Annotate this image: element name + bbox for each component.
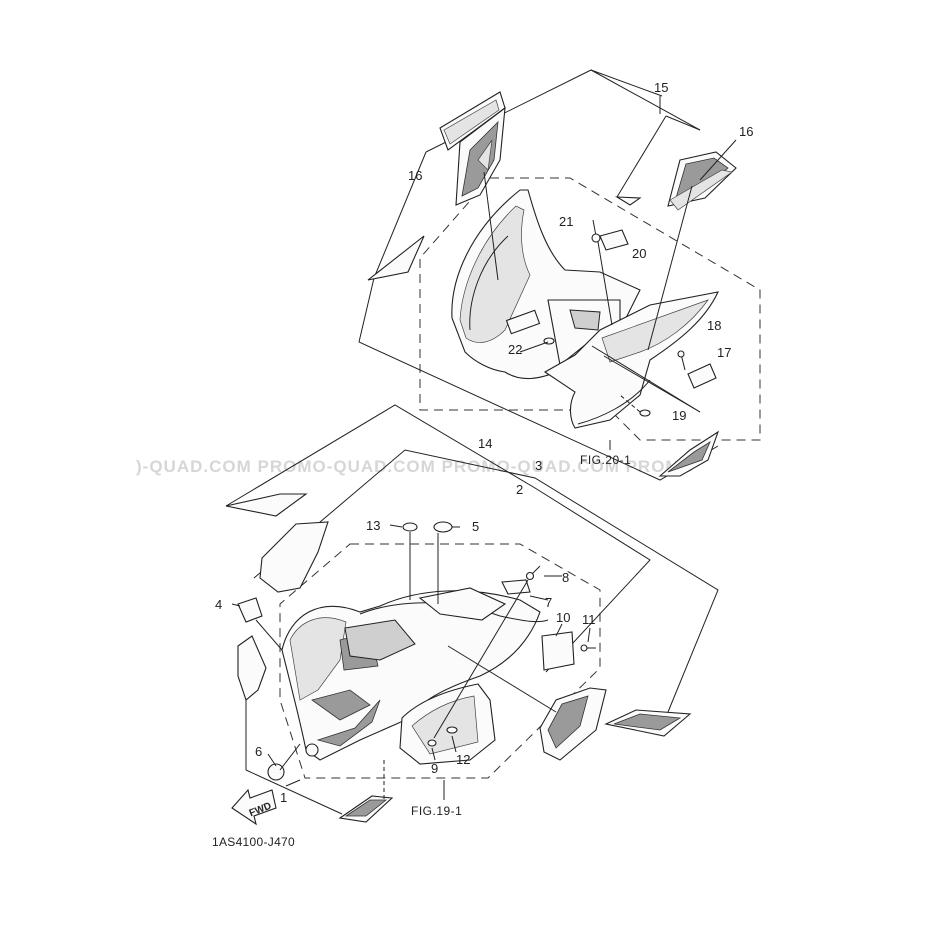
- grommet-9: [427, 739, 437, 747]
- callout-6: 6: [255, 744, 262, 759]
- decal-4: [237, 597, 263, 623]
- cap-5: [433, 521, 453, 533]
- callout-14: 14: [478, 436, 492, 451]
- fwd-arrow-icon: FWD: [231, 788, 277, 826]
- callout-13: 13: [366, 518, 380, 533]
- callout-5: 5: [472, 519, 479, 534]
- callout-16-right: 16: [739, 124, 753, 139]
- callout-18: 18: [707, 318, 721, 333]
- plate-7: [501, 579, 531, 595]
- callout-3: 3: [535, 458, 542, 473]
- decal-seat-left: [259, 521, 329, 593]
- leader-frame-2: [225, 404, 651, 673]
- front-figure-outline: [419, 177, 761, 441]
- callout-8: 8: [562, 570, 569, 585]
- callout-12: 12: [456, 752, 470, 767]
- drawing-part-number: 1AS4100-J470: [212, 835, 295, 849]
- decal-rear-far-right: [604, 709, 692, 737]
- front-fender-assembly: [358, 69, 761, 481]
- decal-14: [658, 430, 720, 477]
- fastener-18: [677, 350, 686, 371]
- watermark-text: )-QUAD.COM PROMO-QUAD.COM PROMO-QUAD.COM…: [136, 457, 695, 476]
- callout-4: 4: [215, 597, 222, 612]
- cap-6: [267, 763, 285, 781]
- rear-fender-assembly: [225, 404, 719, 823]
- decal-16-left: [439, 91, 506, 206]
- plate-17: [687, 363, 717, 389]
- grommet-13: [402, 522, 418, 532]
- callout-15: 15: [654, 80, 668, 95]
- decal-rear-right: [539, 687, 607, 761]
- callout-17: 17: [717, 345, 731, 360]
- callout-10: 10: [556, 610, 570, 625]
- fastener-21: [591, 219, 601, 243]
- rear-figure-outline: [279, 543, 601, 779]
- rear-fender: [281, 587, 549, 765]
- callout-9: 9: [431, 761, 438, 776]
- decal-16-right: [667, 151, 737, 211]
- decal-seat-top: [225, 493, 308, 517]
- decal-15-triangle: [614, 196, 642, 206]
- callout-21: 21: [559, 214, 573, 229]
- decal-front-left: [367, 235, 425, 281]
- callout-19: 19: [672, 408, 686, 423]
- grommet-19: [639, 409, 651, 417]
- fastener-8: [525, 565, 541, 581]
- grommet-12: [446, 726, 458, 734]
- callout-20: 20: [632, 246, 646, 261]
- leader-frame-3: [253, 449, 719, 713]
- fastener-11: [580, 644, 596, 652]
- decal-rear-bottom: [338, 795, 394, 823]
- figure-label-rear: FIG.19-1: [411, 804, 462, 818]
- front-fender: [451, 189, 719, 429]
- reflector-left: [237, 635, 267, 701]
- callout-11: 11: [582, 612, 596, 627]
- plate-20: [599, 229, 629, 251]
- callout-2: 2: [516, 482, 523, 497]
- watermark: )-QUAD.COM PROMO-QUAD.COM PROMO-QUAD.COM…: [136, 457, 695, 476]
- callout-1: 1: [280, 790, 287, 805]
- callout-16-left: 16: [408, 168, 422, 183]
- callouts: 15 16 16 21 20 18 17 22 19 14 3 2 13 5 8…: [215, 80, 753, 805]
- figure-label-front: FIG.20-1: [580, 453, 631, 467]
- callout-22: 22: [508, 342, 522, 357]
- plate-10: [541, 631, 575, 671]
- callout-7: 7: [545, 595, 552, 610]
